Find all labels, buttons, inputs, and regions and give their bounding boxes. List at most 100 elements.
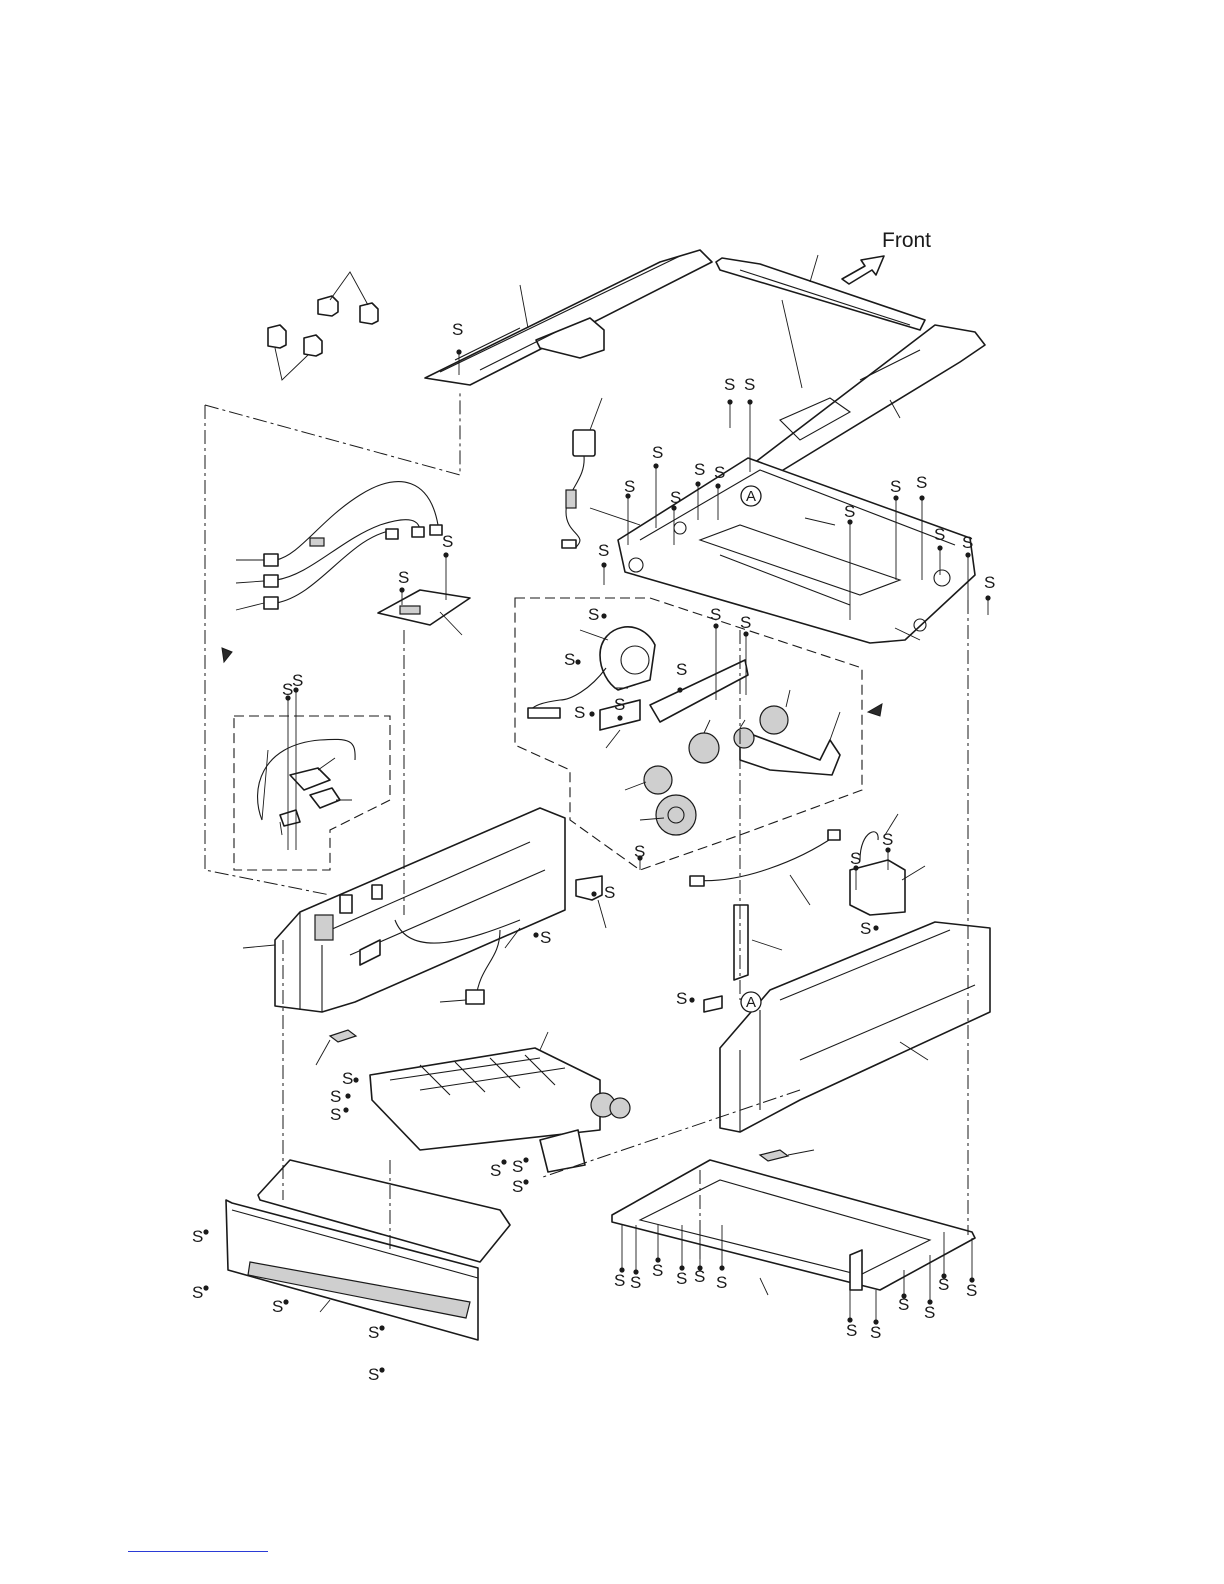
screw-icon [893,495,898,500]
screw-label: S [330,1087,341,1106]
top-right-rails [716,255,985,478]
screw-label: S [652,1261,663,1280]
screw-label: S [694,1267,705,1286]
screw-label: S [966,1281,977,1300]
screw-icon [379,1367,384,1372]
screw-label: S [676,989,687,1008]
sensor-subassembly-left [234,716,390,870]
top-left-rail [425,250,712,385]
screw-label: S [860,919,871,938]
screw-label: S [898,1295,909,1314]
screw-label: S [916,473,927,492]
screw-label: S [846,1321,857,1340]
screw-label: S [924,1303,935,1322]
screw-label: S [624,477,635,496]
screw-label: S [882,830,893,849]
screw-callout: S [598,541,609,585]
screw-icon [713,623,718,628]
screw-label: S [330,1105,341,1124]
screw-label: S [962,533,973,552]
screw-label: S [574,703,585,722]
screw-icon [399,587,404,592]
screw-label: S [890,477,901,496]
screw-icon [353,1077,358,1082]
screw-icon [575,659,580,664]
screw-label: S [368,1365,379,1384]
screw-icon [379,1325,384,1330]
screw-label: S [490,1161,501,1180]
screw-label: S [870,1323,881,1342]
screw-callout: S [330,1105,349,1124]
screw-icon [343,1107,348,1112]
screw-label: S [442,532,453,551]
screw-label: S [740,613,751,632]
screw-icon [719,1265,724,1270]
screw-label: S [694,460,705,479]
screw-callout: S [966,1238,977,1300]
screw-icon [589,711,594,716]
screw-callout: S [740,613,751,695]
clip-set [268,272,378,380]
screw-label: S [598,541,609,560]
screw-callout: S [368,1365,385,1384]
screw-label: S [938,1275,949,1294]
screw-icon [985,595,990,600]
screw-callout: S [512,1157,529,1176]
screw-icon [727,399,732,404]
screw-icon [689,997,694,1002]
reference-a-label-lower: A [746,994,756,1011]
small-pcb [378,590,470,635]
screw-callout: S [490,1159,507,1180]
screw-callout: S [870,1290,881,1342]
screw-icon [456,349,461,354]
screw-icon [747,399,752,404]
screw-callout: S [192,1283,209,1302]
screw-label: S [984,573,995,592]
screw-callout: S [342,1069,359,1088]
screw-icon [203,1229,208,1234]
screw-label: S [934,525,945,544]
screw-icon [919,495,924,500]
screw-callout: S [744,375,755,472]
reference-marker-a-lower: A [741,992,761,1012]
screw-callout: S [368,1323,385,1342]
screw-callout: S [272,1297,289,1316]
screw-callout: S [574,703,595,722]
screw-icon [533,932,538,937]
front-direction-indicator: Front [842,229,931,284]
screw-icon [523,1179,528,1184]
screw-label: S [368,1323,379,1342]
screw-label: S [588,605,599,624]
reference-a-label-upper: A [746,488,756,505]
screw-label: S [292,671,303,690]
screw-label: S [614,695,625,714]
cable-set [236,482,442,610]
screw-label: S [634,842,645,861]
footer-rule [128,1551,268,1552]
front-label: Front [882,229,931,252]
screw-icon [601,613,606,618]
screw-icon [677,687,682,692]
screw-icon [965,552,970,557]
screw-label: S [710,605,721,624]
screw-label: S [564,650,575,669]
screw-label: S [272,1297,283,1316]
screw-callout: S [676,989,695,1008]
screw-icon [283,1299,288,1304]
screw-label: S [676,1269,687,1288]
screw-callout: S [634,842,645,870]
screw-callout: S [588,605,607,624]
reference-marker-a-upper: A [741,486,761,506]
screw-label: S [452,320,463,339]
screw-label: S [342,1069,353,1088]
screw-label: S [714,463,725,482]
screw-callout: S [630,1225,641,1292]
screw-label: S [604,883,615,902]
screw-icon [937,545,942,550]
screw-label: S [512,1157,523,1176]
screw-callout: S [330,1087,351,1106]
center-bracket [576,876,606,928]
screw-label: S [724,375,735,394]
screw-icon [743,631,748,636]
